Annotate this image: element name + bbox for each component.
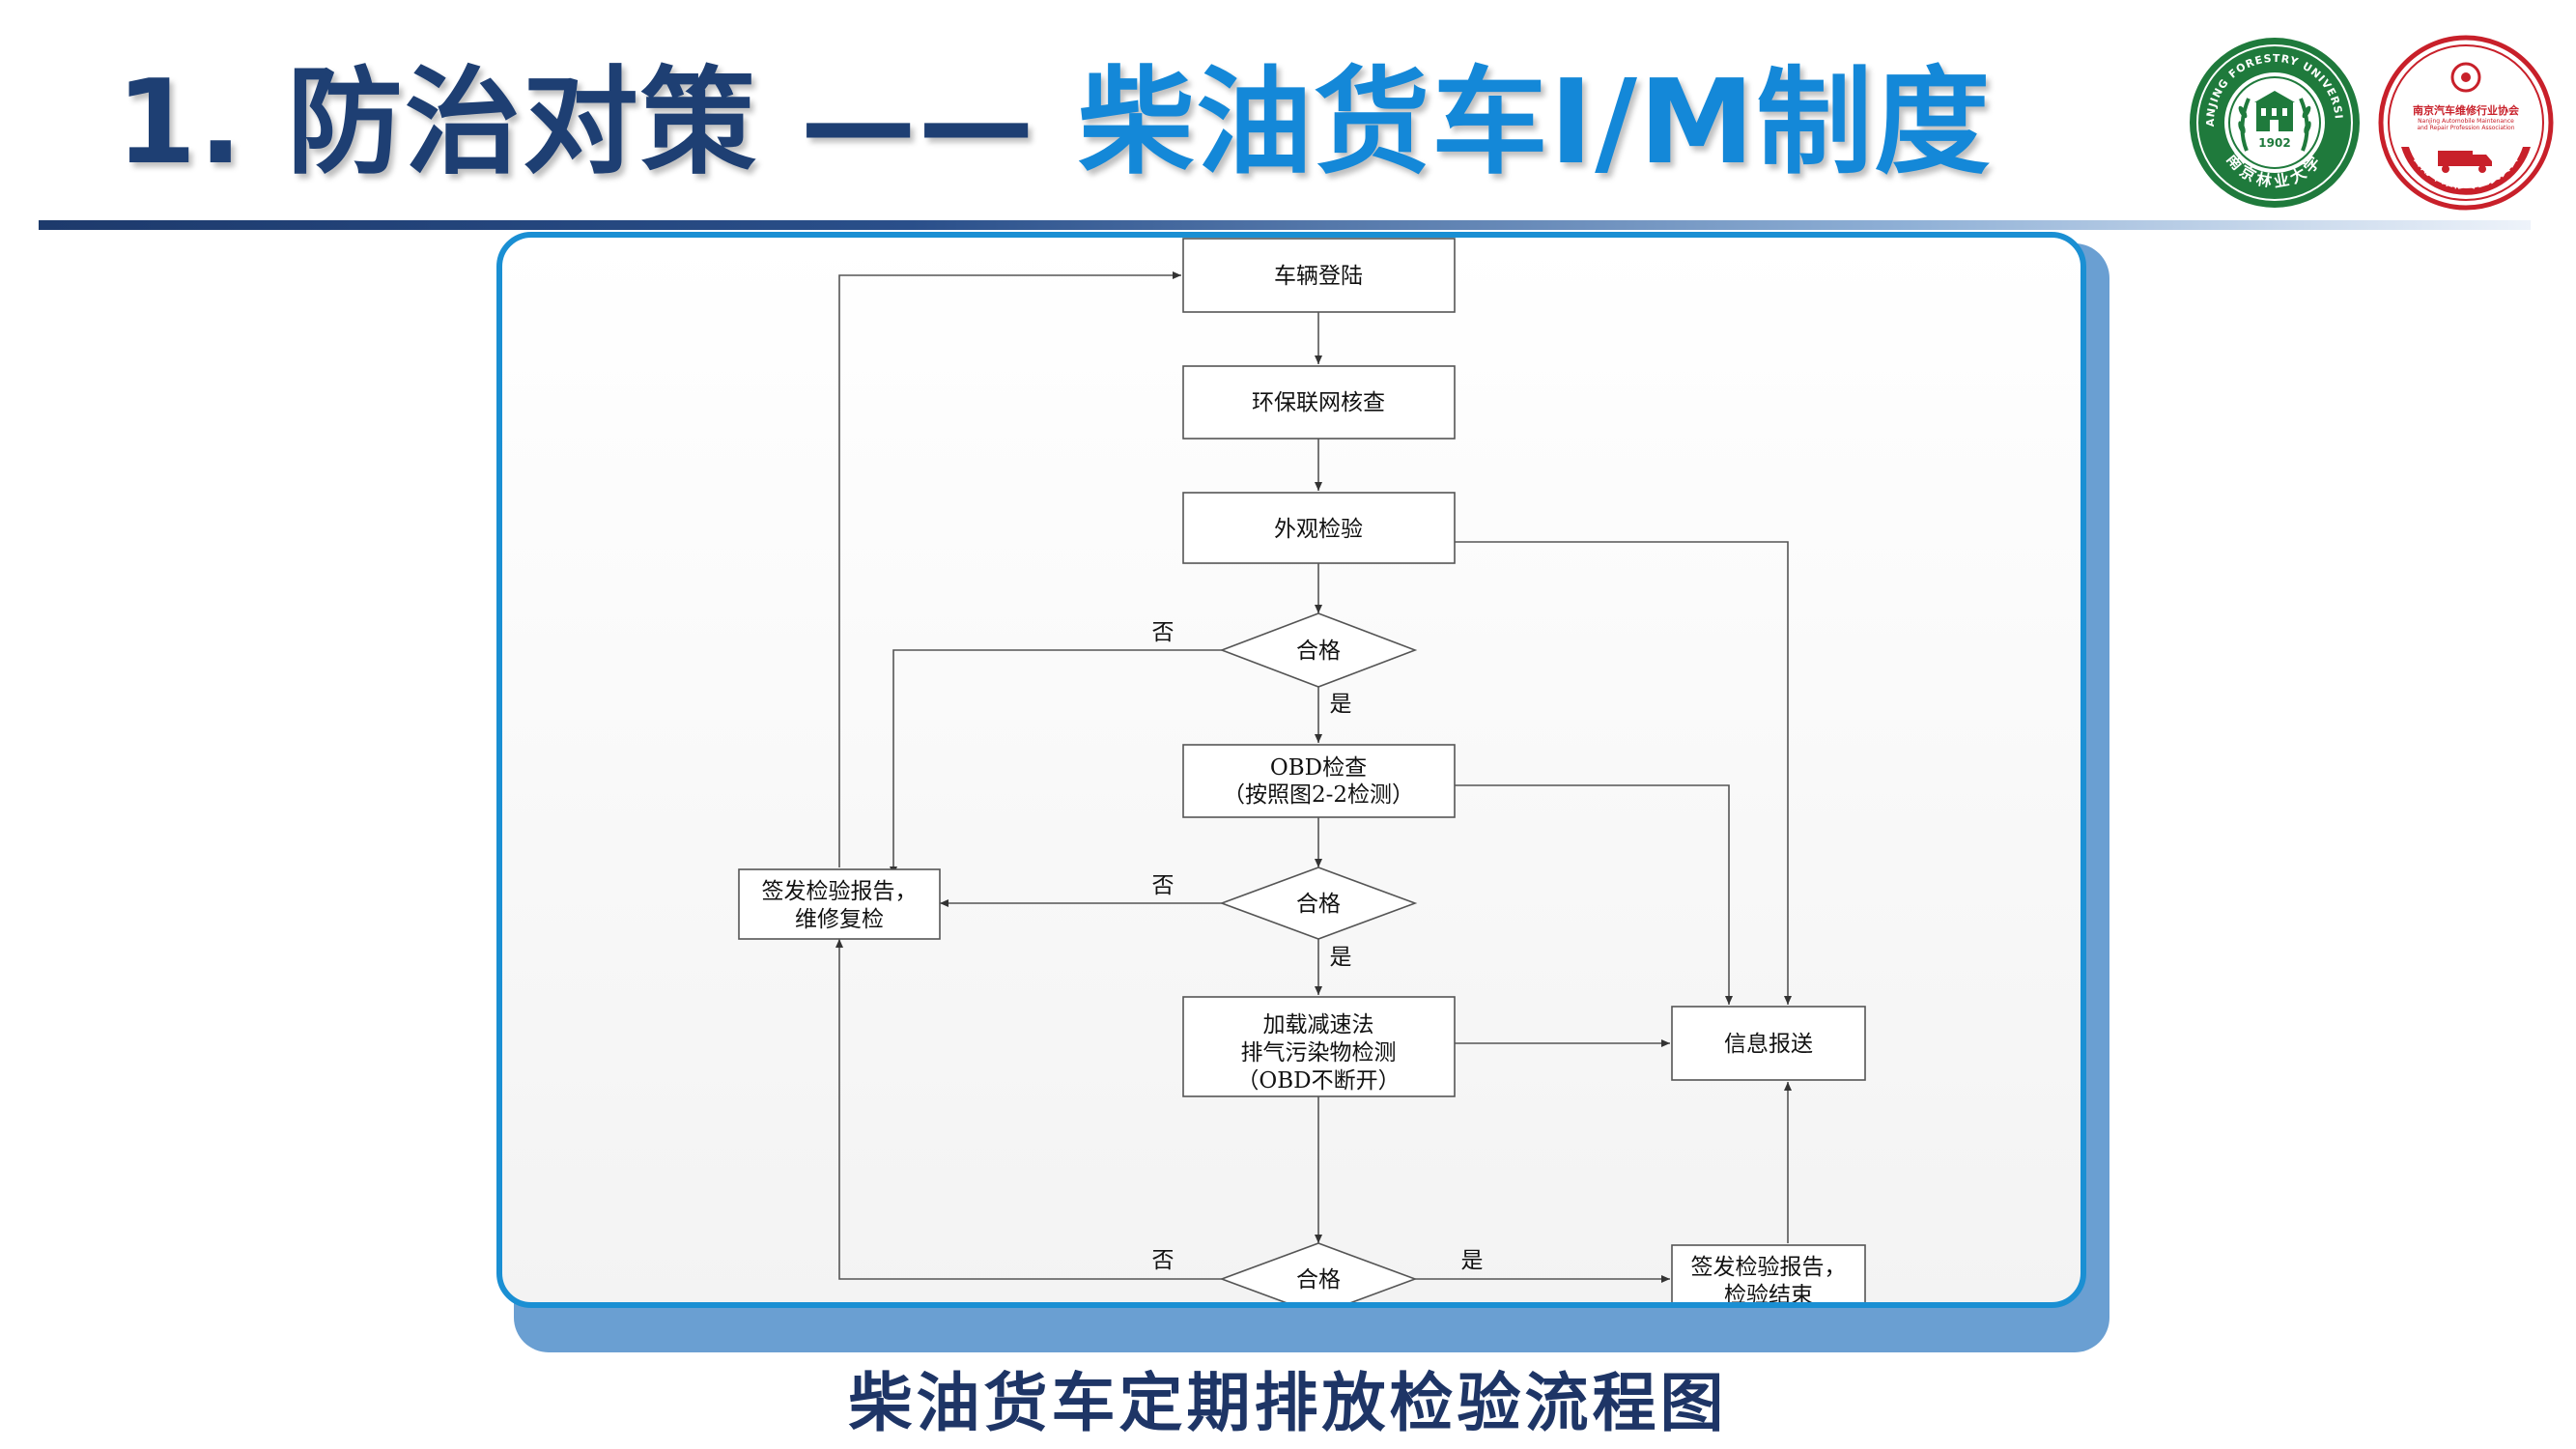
decision-3-yes-label: 是 <box>1461 1248 1484 1273</box>
step-report-pass-line1: 签发检验报告， <box>1691 1255 1847 1280</box>
step-register: 车辆登陆 <box>1182 238 1456 313</box>
decision-2-yes-label: 是 <box>1330 945 1352 970</box>
title-prefix: 1. 防治对策 —— <box>116 56 1079 190</box>
step-load-line3: （OBD不断开） <box>1236 1068 1400 1094</box>
flowchart: 车辆登陆 环保联网核查 外观检验 OBD检查 （按照图2-2检测） 加载减速法 … <box>738 238 1866 1302</box>
step-obd-line2: （按照图2-2检测） <box>1223 782 1414 808</box>
step-env-check: 环保联网核查 <box>1182 365 1456 440</box>
title-underline <box>39 220 2531 230</box>
step-load-line2: 排气污染物检测 <box>1241 1040 1397 1065</box>
decision-3: 合格 <box>1219 1242 1418 1302</box>
decision-2-no-label: 否 <box>1152 873 1175 898</box>
step-register-label: 车辆登陆 <box>1274 264 1363 289</box>
decision-1-no-label: 否 <box>1152 620 1175 645</box>
decision-2-label: 合格 <box>1296 892 1341 917</box>
step-info-label: 信息报送 <box>1724 1032 1813 1057</box>
decision-1: 合格 <box>1219 612 1418 688</box>
diagram-caption: 柴油货车定期排放检验流程图 <box>848 1365 1728 1440</box>
step-report-fail-line2: 维修复检 <box>795 907 884 932</box>
step-report-pass: 签发检验报告， 检验结束 <box>1671 1244 1866 1302</box>
step-env-check-label: 环保联网核查 <box>1252 390 1385 415</box>
decision-1-yes-label: 是 <box>1330 692 1352 717</box>
step-obd: OBD检查 （按照图2-2检测） <box>1182 744 1456 818</box>
step-report-fail: 签发检验报告， 维修复检 <box>738 868 941 940</box>
slide-title: 1. 防治对策 —— 柴油货车I/M制度 <box>116 46 1992 201</box>
step-report-pass-line2: 检验结束 <box>1724 1283 1813 1302</box>
step-visual-label: 外观检验 <box>1274 517 1363 542</box>
step-report-fail-line1: 签发检验报告， <box>762 879 918 904</box>
diagram-panel: 车辆登陆 环保联网核查 外观检验 OBD检查 （按照图2-2检测） 加载减速法 … <box>496 232 2086 1308</box>
university-logo: NANJING FORESTRY UNIVERSITY 南京林业大学 1902 <box>2187 35 2360 208</box>
step-load-line1: 加载减速法 <box>1263 1012 1374 1037</box>
title-topic: 柴油货车I/M制度 <box>1078 56 1993 190</box>
association-logo: 营用车维修专业委员会 南京汽车维修行业协会 Nanjing Automobile… <box>2378 35 2554 211</box>
decision-1-label: 合格 <box>1296 639 1341 664</box>
decision-2: 合格 <box>1219 867 1418 940</box>
step-visual: 外观检验 <box>1182 492 1456 564</box>
flow-connectors <box>835 271 1792 1283</box>
decision-3-no-label: 否 <box>1152 1248 1175 1273</box>
step-obd-line1: OBD检查 <box>1270 755 1367 781</box>
logo-year: 1902 <box>2258 136 2290 150</box>
step-info: 信息报送 <box>1671 1006 1866 1081</box>
assoc-english: Nanjing Automobile Maintenance and Repai… <box>2417 118 2515 131</box>
assoc-name: 南京汽车维修行业协会 <box>2413 103 2520 117</box>
step-load-test: 加载减速法 排气污染物检测 （OBD不断开） <box>1182 996 1456 1097</box>
decision-3-label: 合格 <box>1296 1267 1341 1293</box>
